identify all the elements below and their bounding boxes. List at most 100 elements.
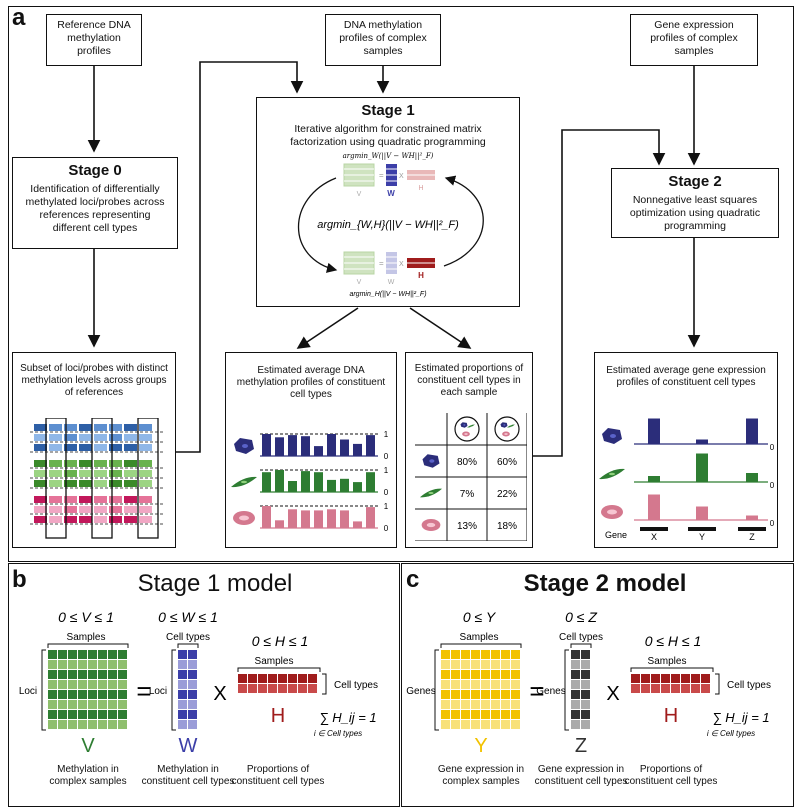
heatmap-cell <box>94 480 107 487</box>
top-v-matrix <box>343 163 375 187</box>
bottom-v-label: V <box>357 279 362 286</box>
left-matrix-cell <box>511 710 520 719</box>
pink-nucleus-icon <box>464 433 468 435</box>
dna-bar <box>353 482 362 492</box>
sample-circle-icon <box>494 416 520 442</box>
left-matrix-cell <box>481 670 490 679</box>
left-matrix-cell <box>108 710 117 719</box>
left-matrix-cell <box>451 710 460 719</box>
argmin-wh-text: argmin_{W,H}(||V − WH||²_F) <box>317 219 459 231</box>
middle-matrix-cell <box>188 650 197 659</box>
middle-matrix-cell <box>581 710 590 719</box>
panel-a <box>8 6 794 562</box>
heatmap-cell <box>34 444 47 451</box>
dna-complex-box: DNA methylation profiles of complex samp… <box>325 14 441 66</box>
gene-bar <box>746 515 758 520</box>
middle-matrix-cell <box>188 710 197 719</box>
heatmap-cell <box>64 460 77 467</box>
h-matrix-cell <box>308 674 317 683</box>
heatmap-cell <box>64 470 77 477</box>
left-matrix-cell <box>471 700 480 709</box>
dna-axis-zero: 0 <box>384 488 389 497</box>
h-cell-types-label: Cell types <box>334 680 378 691</box>
left-matrix-cell <box>108 680 117 689</box>
h-matrix-cell <box>661 684 670 693</box>
sum-subscript: i ∈ Cell types <box>707 729 755 738</box>
middle-matrix-cell <box>571 710 580 719</box>
proportion-value: 18% <box>497 521 517 532</box>
heatmap-cell <box>124 434 137 441</box>
left-matrix-cell <box>491 690 500 699</box>
gene-label: Gene <box>605 530 627 540</box>
proportion-value: 13% <box>457 521 477 532</box>
h-matrix-cell <box>681 674 690 683</box>
heatmap-cell <box>109 424 122 431</box>
stage1-title: Stage 1 <box>361 102 415 119</box>
left-matrix-cell <box>451 660 460 669</box>
middle-matrix-cell <box>178 710 187 719</box>
bottom-h-label: H <box>418 271 424 280</box>
h-matrix-cell <box>248 674 257 683</box>
h-matrix-cell <box>681 684 690 693</box>
middle-matrix-label: W <box>179 735 198 757</box>
left-matrix-cell <box>118 670 127 679</box>
dna-bar <box>327 434 336 456</box>
bracket <box>434 649 439 731</box>
left-matrix-cell <box>501 670 510 679</box>
left-matrix-cell <box>78 680 87 689</box>
dna-bar <box>288 509 297 528</box>
left-matrix-cell <box>118 690 127 699</box>
dna-bar <box>366 507 375 528</box>
top-w-label: W <box>387 189 395 198</box>
heatmap-cell <box>79 424 92 431</box>
matrix-caption: Methylation in complex samples <box>49 764 127 787</box>
left-matrix-cell <box>501 660 510 669</box>
left-matrix-cell <box>461 650 470 659</box>
h-matrix-cell <box>641 684 650 693</box>
left-matrix-cell <box>481 680 490 689</box>
bracket <box>41 649 46 731</box>
heatmap-cell <box>124 516 137 523</box>
left-matrix-cell <box>78 650 87 659</box>
left-matrix-cell <box>88 700 97 709</box>
heatmap-cell <box>109 460 122 467</box>
equals-sign: = <box>529 676 544 706</box>
top-w-matrix <box>386 164 397 186</box>
avg-gene-text: Estimated average gene expression profil… <box>606 365 766 388</box>
middle-matrix-cell <box>581 650 590 659</box>
heatmap-cell <box>124 496 137 503</box>
samples-label: Samples <box>460 632 499 643</box>
gene-bar <box>746 473 758 482</box>
proportion-value: 60% <box>497 457 517 468</box>
panel-b <box>8 563 400 807</box>
heatmap-cell <box>79 434 92 441</box>
left-matrix-cell <box>511 660 520 669</box>
avg-gene-box: Estimated average gene expression profil… <box>594 352 778 548</box>
left-matrix-cell <box>48 650 57 659</box>
navy-nucleus-icon <box>463 424 466 426</box>
left-matrix-cell <box>481 700 490 709</box>
reference-dna-text: Reference DNA methylation profiles <box>57 19 131 58</box>
left-matrix-cell <box>461 700 470 709</box>
dna-axis-one: 1 <box>384 466 389 475</box>
dna-axis-zero: 0 <box>384 452 389 461</box>
heatmap-cell <box>94 444 107 451</box>
dna-axis-one: 1 <box>384 502 389 511</box>
left-matrix-cell <box>78 710 87 719</box>
proportions-table: 80%60%7%22%13%18% <box>415 413 527 541</box>
left-matrix-cell <box>491 660 500 669</box>
bracket <box>715 673 720 695</box>
green-nucleus-icon <box>510 425 512 427</box>
dna-axis-zero: 0 <box>384 524 389 533</box>
left-matrix-cell <box>58 720 67 729</box>
heatmap-cell <box>139 506 152 513</box>
left-matrix-cell <box>68 650 77 659</box>
gene-bar <box>696 453 708 482</box>
heatmap-cell <box>139 480 152 487</box>
dna-bar <box>262 434 271 456</box>
bracket <box>47 643 129 648</box>
heatmap-cell <box>94 496 107 503</box>
dna-bar <box>366 435 375 456</box>
dna-complex-text: DNA methylation profiles of complex samp… <box>339 19 427 58</box>
caption-box: Proportions of constituent cell types <box>232 764 325 787</box>
